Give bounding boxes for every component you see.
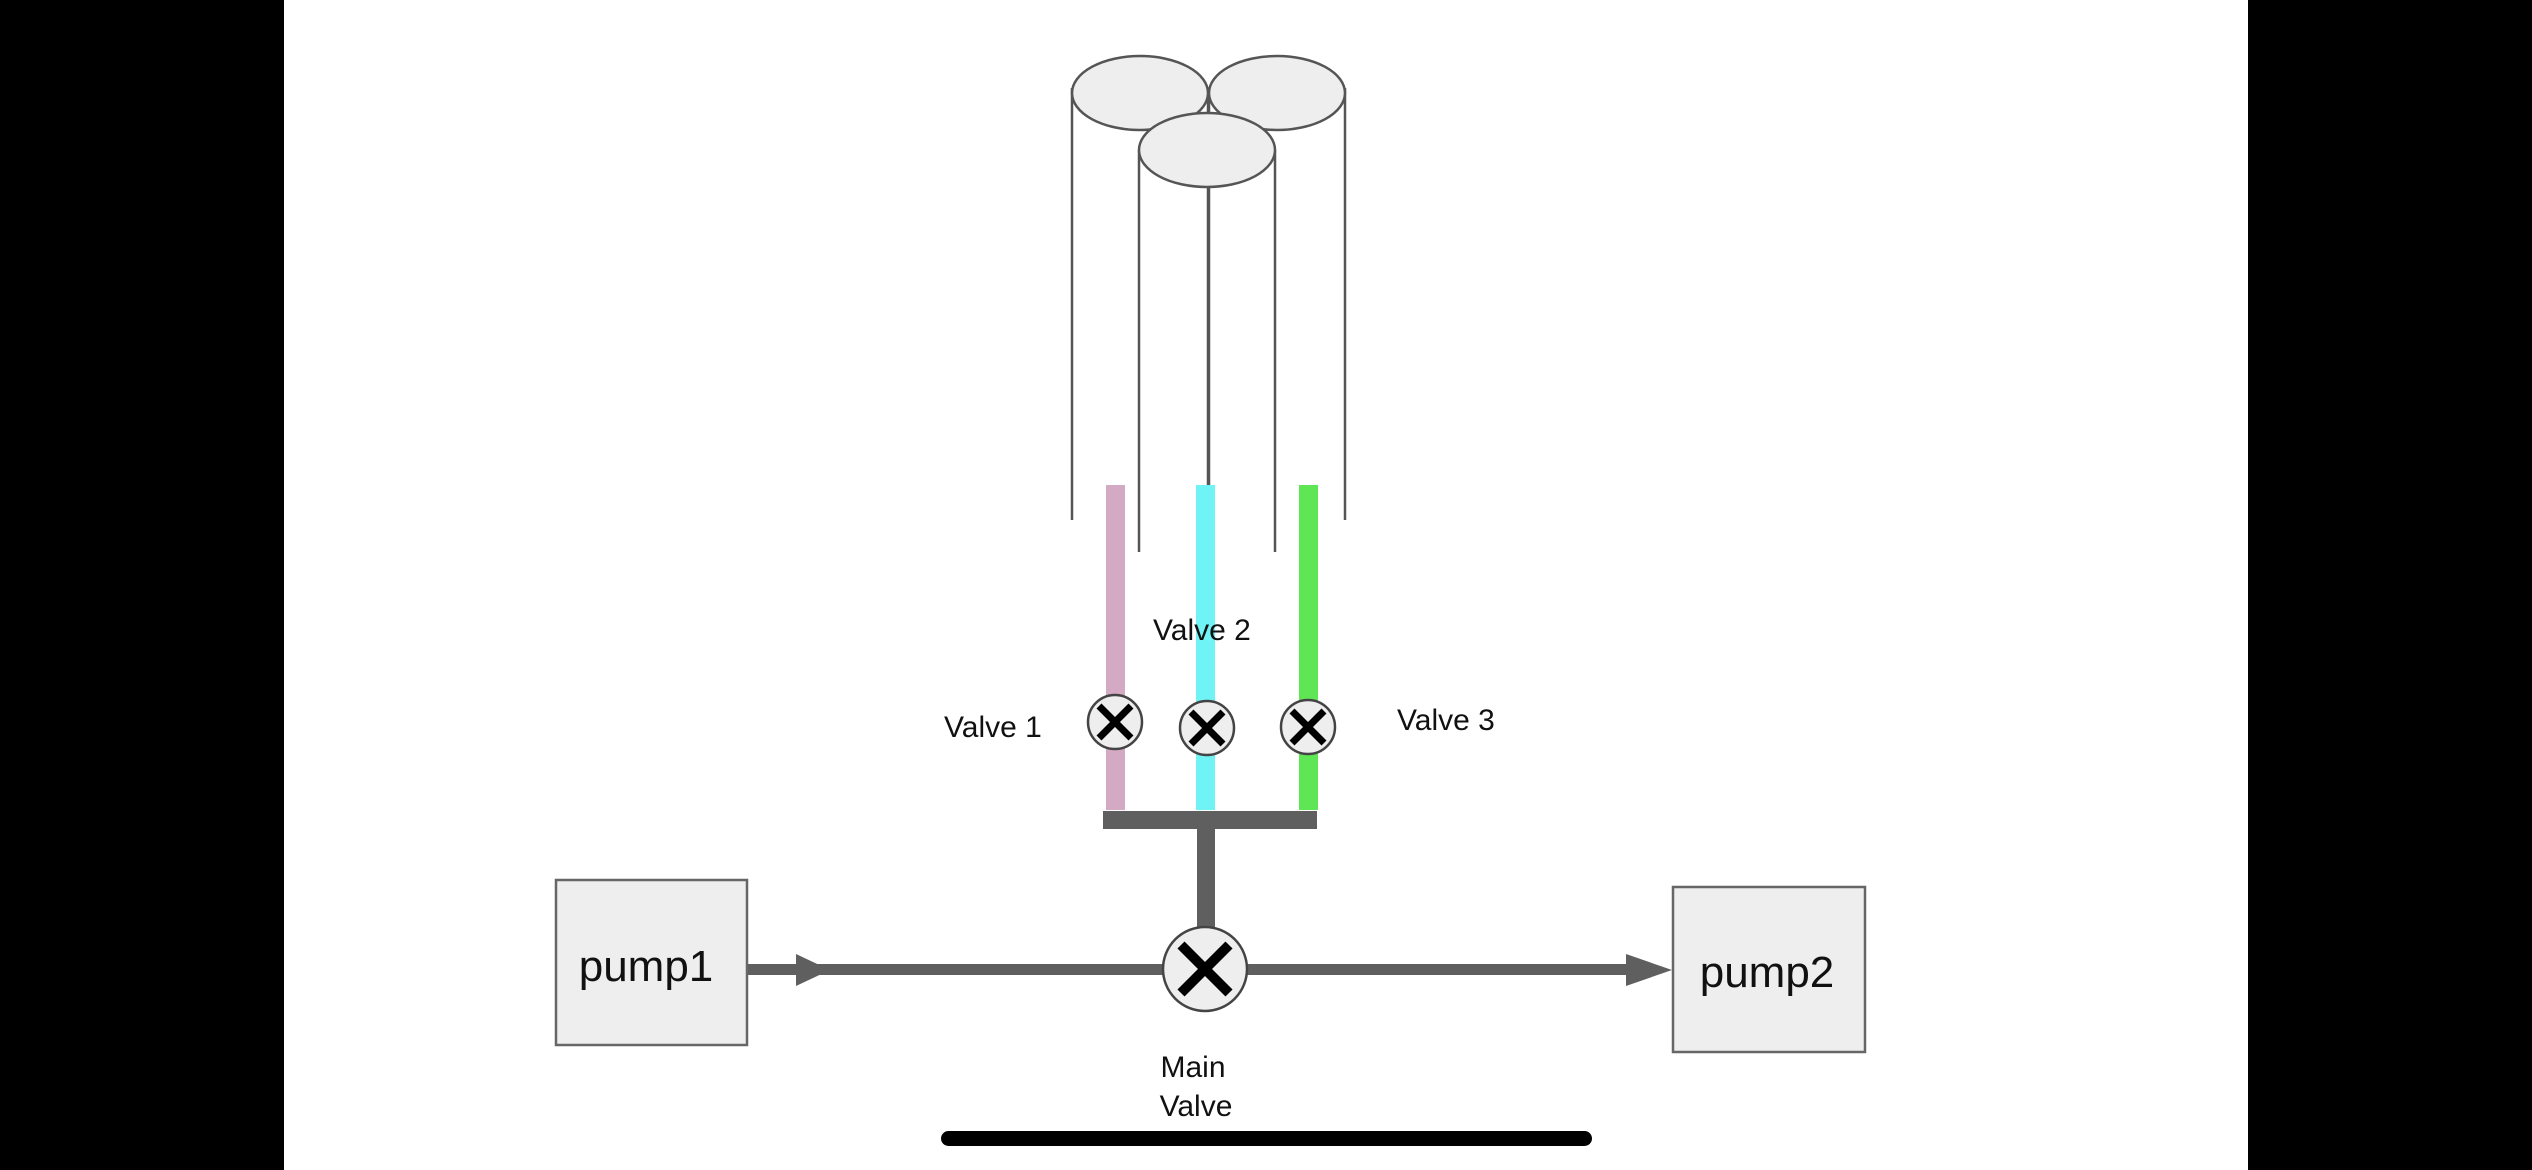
valve-2-icon[interactable] xyxy=(1178,699,1236,757)
tank-3-top xyxy=(1207,54,1347,132)
tank-2-top xyxy=(1137,111,1277,189)
right-letterbox xyxy=(2248,0,2532,1170)
main-valve-label-line1: Main xyxy=(1160,1051,1225,1084)
feed-line-1 xyxy=(1106,485,1125,810)
valve-3-label: Valve 3 xyxy=(1397,704,1495,737)
pump2-inlet-arrowhead xyxy=(1626,954,1672,986)
valve-2-label: Valve 2 xyxy=(1153,614,1251,647)
pump1-box[interactable]: pump1 xyxy=(554,878,749,1047)
main-valve-label-line2: Valve xyxy=(1160,1090,1233,1123)
valve-1-icon[interactable] xyxy=(1086,693,1144,751)
pump2-box[interactable]: pump2 xyxy=(1671,885,1867,1054)
pump2-label: pump2 xyxy=(1700,948,1835,997)
main-valve-icon[interactable] xyxy=(1161,925,1249,1013)
home-indicator[interactable] xyxy=(941,1131,1592,1146)
manifold-stem xyxy=(1197,827,1215,929)
feed-line-3 xyxy=(1299,485,1318,810)
feed-line-2 xyxy=(1196,485,1215,810)
valve-3-icon[interactable] xyxy=(1279,698,1337,756)
valve-1-label: Valve 1 xyxy=(944,711,1042,744)
left-letterbox xyxy=(0,0,284,1170)
tank-group xyxy=(1070,54,1347,552)
pump1-label: pump1 xyxy=(579,942,714,991)
pump1-outlet-arrowhead xyxy=(796,954,830,986)
manifold-bar xyxy=(1103,811,1317,829)
